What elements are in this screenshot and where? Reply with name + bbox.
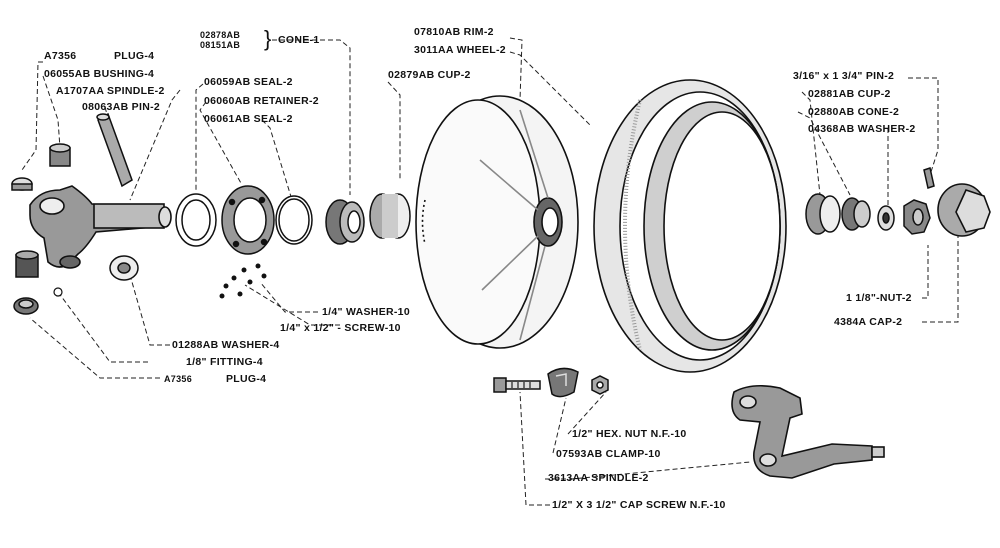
cup-right — [805, 193, 841, 235]
bushing-label: 06055AB BUSHING-4 — [44, 68, 155, 80]
leader-lines — [21, 37, 959, 506]
nut-right — [903, 199, 931, 235]
cap-screw-label: 1/2" X 3 1/2" CAP SCREW N.F.-10 — [552, 499, 726, 511]
cup-left — [369, 193, 411, 239]
hex-nut-label: 1/2" HEX. NUT N.F.-10 — [572, 428, 687, 440]
plug-top-name: PLUG-4 — [114, 50, 155, 62]
pin-part — [96, 112, 133, 188]
rim-label: 07810AB RIM-2 — [414, 26, 494, 38]
washer-left-part — [109, 255, 139, 281]
seal-2-label: 06061AB SEAL-2 — [204, 113, 293, 125]
clamp-part — [547, 367, 579, 398]
right-spindle — [731, 384, 885, 479]
plug-top — [11, 177, 33, 191]
cap-label: 4384A CAP-2 — [834, 316, 903, 328]
wheel-disc — [415, 95, 579, 349]
screws-washers — [219, 263, 267, 299]
plug-bottom — [13, 297, 39, 315]
hub-cap — [937, 183, 991, 237]
cone-left — [325, 199, 365, 245]
bushing-lower — [15, 250, 39, 278]
cone-brace: } — [264, 26, 272, 51]
seal-1-label: 06059AB SEAL-2 — [204, 76, 293, 88]
spindle-left-label: A1707AA SPINDLE-2 — [56, 85, 165, 97]
cone-label: CONE-1 — [278, 34, 320, 46]
hex-nut — [591, 375, 609, 395]
cone-code-2: 08151AB — [200, 40, 241, 50]
cone-code-1: 02878AB — [200, 30, 241, 40]
cup-left-label: 02879AB CUP-2 — [388, 69, 471, 81]
left-spindle — [29, 185, 172, 269]
cone-right — [841, 197, 871, 231]
cone-right-label: 02880AB CONE-2 — [808, 106, 900, 118]
fitting-label: 1/8" FITTING-4 — [186, 356, 263, 368]
cap-screw — [493, 377, 541, 393]
retainer-part — [221, 185, 275, 255]
pin-left-label: 08063AB PIN-2 — [82, 101, 161, 113]
seal-left — [175, 193, 217, 247]
nut-right-label: 1 1/8"-NUT-2 — [846, 292, 912, 304]
washer-small-label: 1/4" WASHER-10 — [322, 306, 410, 318]
fitting-part — [53, 287, 63, 297]
plug-top-code: A7356 — [44, 50, 77, 62]
clamp-label: 07593AB CLAMP-10 — [556, 448, 661, 460]
screw-label: 1/4" x 1/2" - SCREW-10 — [280, 322, 401, 334]
rim-part — [593, 79, 787, 373]
plug-bottom-name: PLUG-4 — [226, 373, 267, 385]
wheel-label: 3011AA WHEEL-2 — [414, 44, 506, 56]
plug-bottom-code: A7356 — [164, 374, 193, 384]
washer-right — [877, 205, 895, 231]
pin-right — [923, 167, 935, 189]
washer-right-label: 04368AB WASHER-2 — [808, 123, 916, 135]
seal-right — [275, 195, 313, 245]
washer-left-label: 01288AB WASHER-4 — [172, 339, 280, 351]
retainer-label: 06060AB RETAINER-2 — [204, 95, 319, 107]
bushing-part — [49, 143, 71, 167]
cup-right-label: 02881AB CUP-2 — [808, 88, 891, 100]
spindle-right-label: 3613AA SPINDLE-2 — [548, 472, 649, 484]
pin-right-label: 3/16" x 1 3/4" PIN-2 — [793, 70, 895, 82]
